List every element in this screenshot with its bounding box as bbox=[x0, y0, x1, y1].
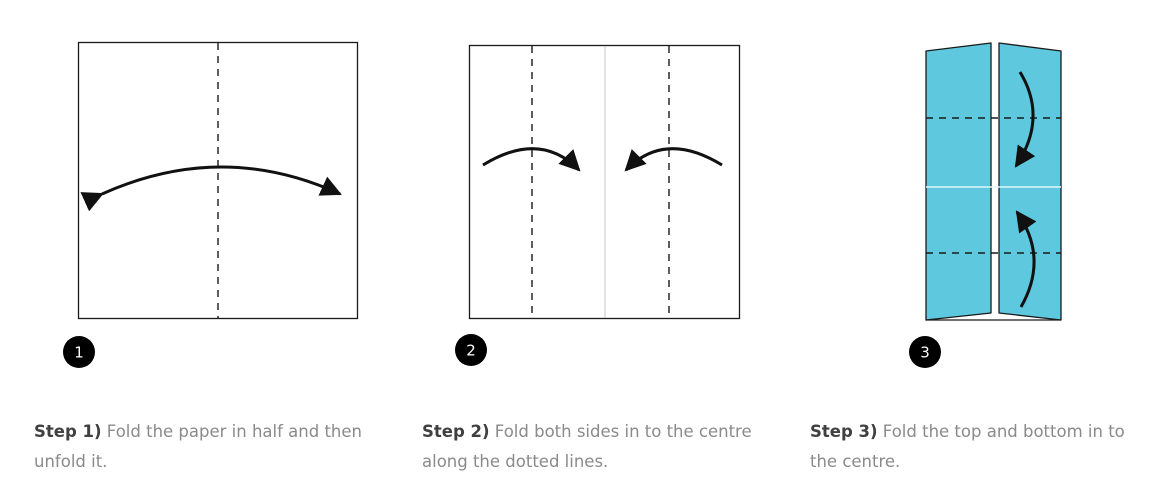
step-2-number: 2 bbox=[466, 342, 476, 360]
step-1-number: 1 bbox=[74, 344, 84, 362]
step-2-diagram: 2 bbox=[455, 44, 741, 366]
step-3-left-flap bbox=[925, 42, 992, 321]
step-3-bottom-fold-arrow bbox=[1015, 210, 1037, 308]
step-2-number-badge bbox=[455, 334, 487, 366]
step-2-caption: Step 2) Fold both sides in to the centre… bbox=[422, 417, 752, 477]
step-2-text: Fold both sides in to the centre along t… bbox=[422, 422, 752, 471]
step-3-label: Step 3) bbox=[810, 422, 878, 441]
step-3-number: 3 bbox=[920, 344, 930, 362]
step-1-text: Fold the paper in half and then unfold i… bbox=[34, 422, 362, 471]
step-3-caption: Step 3) Fold the top and bottom in to th… bbox=[810, 417, 1140, 477]
step-1-label: Step 1) bbox=[34, 422, 102, 441]
step-3-diagram: 3 bbox=[909, 42, 1062, 368]
step-2-label: Step 2) bbox=[422, 422, 490, 441]
step-3-right-flap bbox=[998, 42, 1062, 321]
step-1-number-badge bbox=[63, 336, 95, 368]
step-1-caption: Step 1) Fold the paper in half and then … bbox=[34, 417, 364, 477]
step-2-left-fold-arrow bbox=[482, 147, 581, 172]
step-3-text: Fold the top and bottom in to the centre… bbox=[810, 422, 1125, 471]
step-3-number-badge bbox=[909, 336, 941, 368]
step-3-top-fold-arrow bbox=[1014, 71, 1036, 168]
step-1-diagram: 1 bbox=[63, 41, 359, 368]
step-2-right-fold-arrow bbox=[624, 147, 723, 172]
step-1-unfold-arrow bbox=[80, 165, 342, 212]
